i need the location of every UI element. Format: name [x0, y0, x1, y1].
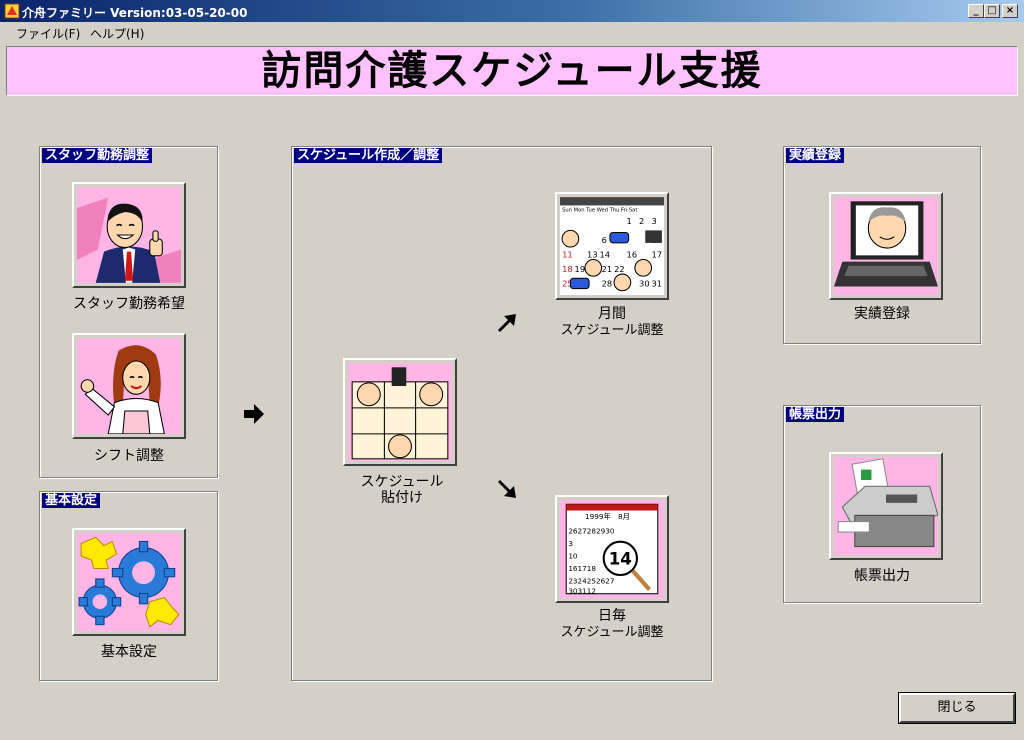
- schedule-paste-button[interactable]: [343, 358, 457, 466]
- woman-staff-icon: [77, 338, 181, 434]
- results-register-button[interactable]: [829, 192, 943, 300]
- svg-text:19: 19: [575, 264, 586, 274]
- svg-text:161718: 161718: [568, 564, 596, 573]
- basic-settings-button[interactable]: [72, 528, 186, 636]
- right-arrow-icon: [244, 404, 264, 424]
- title-bar[interactable]: 介舟ファミリー Version:03-05-20-00 _ □ ×: [0, 0, 1024, 22]
- calendar-weekday-header: Sun Mon Tue Wed Thu Fri Sat: [562, 208, 637, 214]
- shift-adjust-button[interactable]: [72, 333, 186, 439]
- svg-text:10: 10: [568, 551, 578, 560]
- svg-text:303112: 303112: [568, 587, 596, 596]
- report-group: 帳票出力: [783, 405, 981, 603]
- daily-calendar-icon: 1999年 8月 2627282930 3 10 161718 23242526…: [560, 500, 664, 598]
- maximize-button[interactable]: □: [984, 4, 1000, 18]
- menu-help[interactable]: ヘルプ(H): [90, 27, 145, 41]
- businessman-icon: [77, 187, 181, 283]
- schedule-group-label: スケジュール作成／調整: [294, 148, 443, 163]
- staff-request-caption: スタッフ勤務希望: [73, 296, 185, 312]
- report-group-label: 帳票出力: [786, 407, 845, 422]
- svg-text:3: 3: [652, 216, 657, 226]
- laptop-icon: [834, 197, 938, 295]
- report-output-caption: 帳票出力: [854, 568, 910, 584]
- app-icon: [4, 3, 20, 19]
- gears-icon: [77, 533, 181, 631]
- monthly-schedule-caption-2: スケジュール調整: [560, 323, 664, 338]
- daily-calendar-day: 14: [609, 550, 632, 569]
- page-title: 訪問介護スケジュール支援: [6, 46, 1018, 96]
- svg-text:2627282930: 2627282930: [568, 526, 615, 535]
- svg-text:14: 14: [600, 249, 611, 259]
- svg-text:31: 31: [652, 279, 663, 289]
- daily-schedule-button[interactable]: 1999年 8月 2627282930 3 10 161718 23242526…: [555, 495, 669, 603]
- svg-text:2324252627: 2324252627: [568, 576, 614, 585]
- svg-text:30: 30: [639, 279, 650, 289]
- svg-text:16: 16: [627, 249, 638, 259]
- staff-request-button[interactable]: [72, 182, 186, 288]
- svg-text:2: 2: [639, 216, 644, 226]
- basic-settings-caption: 基本設定: [101, 644, 157, 660]
- results-group: 実績登録: [783, 146, 981, 344]
- minimize-button[interactable]: _: [968, 4, 984, 18]
- report-output-button[interactable]: [829, 452, 943, 560]
- monthly-schedule-caption-1: 月間: [598, 306, 626, 322]
- schedule-paste-caption-2: 貼付け: [381, 490, 423, 506]
- staff-group-label: スタッフ勤務調整: [42, 148, 153, 163]
- svg-text:22: 22: [614, 264, 625, 274]
- calendar-icon: Sun Mon Tue Wed Thu Fri Sat 123 610 1113…: [560, 197, 664, 295]
- svg-text:25: 25: [562, 279, 573, 289]
- menu-bar: ファイル(F) ヘルプ(H): [0, 22, 1024, 42]
- up-right-arrow-icon: [498, 314, 516, 332]
- daily-schedule-caption-1: 日毎: [598, 608, 626, 624]
- basic-settings-group-label: 基本設定: [42, 493, 101, 508]
- svg-text:11: 11: [562, 249, 573, 259]
- schedule-group: スケジュール作成／調整: [291, 146, 712, 681]
- close-window-button[interactable]: ×: [1002, 4, 1018, 18]
- menu-file[interactable]: ファイル(F): [16, 27, 81, 41]
- svg-text:21: 21: [602, 264, 613, 274]
- svg-text:3: 3: [568, 539, 573, 548]
- staff-group: スタッフ勤務調整: [39, 146, 218, 478]
- basic-settings-group: 基本設定: [39, 491, 218, 681]
- svg-text:28: 28: [602, 279, 613, 289]
- schedule-paste-caption-1: スケジュール: [360, 474, 444, 490]
- printer-icon: [834, 457, 938, 555]
- shift-adjust-caption: シフト調整: [94, 448, 164, 464]
- svg-text:13: 13: [587, 249, 598, 259]
- daily-schedule-caption-2: スケジュール調整: [560, 625, 664, 640]
- svg-text:17: 17: [652, 249, 663, 259]
- daily-calendar-header: 1999年 8月: [585, 512, 630, 521]
- results-group-label: 実績登録: [786, 148, 845, 163]
- svg-text:1: 1: [627, 216, 632, 226]
- window-title: 介舟ファミリー Version:03-05-20-00: [22, 6, 248, 20]
- close-button[interactable]: 閉じる: [898, 692, 1016, 724]
- results-register-caption: 実績登録: [854, 306, 910, 322]
- monthly-schedule-button[interactable]: Sun Mon Tue Wed Thu Fri Sat 123 610 1113…: [555, 192, 669, 300]
- down-right-arrow-icon: [498, 480, 516, 498]
- schedule-grid-icon: [348, 363, 452, 461]
- svg-text:6: 6: [602, 235, 607, 245]
- svg-text:18: 18: [562, 264, 573, 274]
